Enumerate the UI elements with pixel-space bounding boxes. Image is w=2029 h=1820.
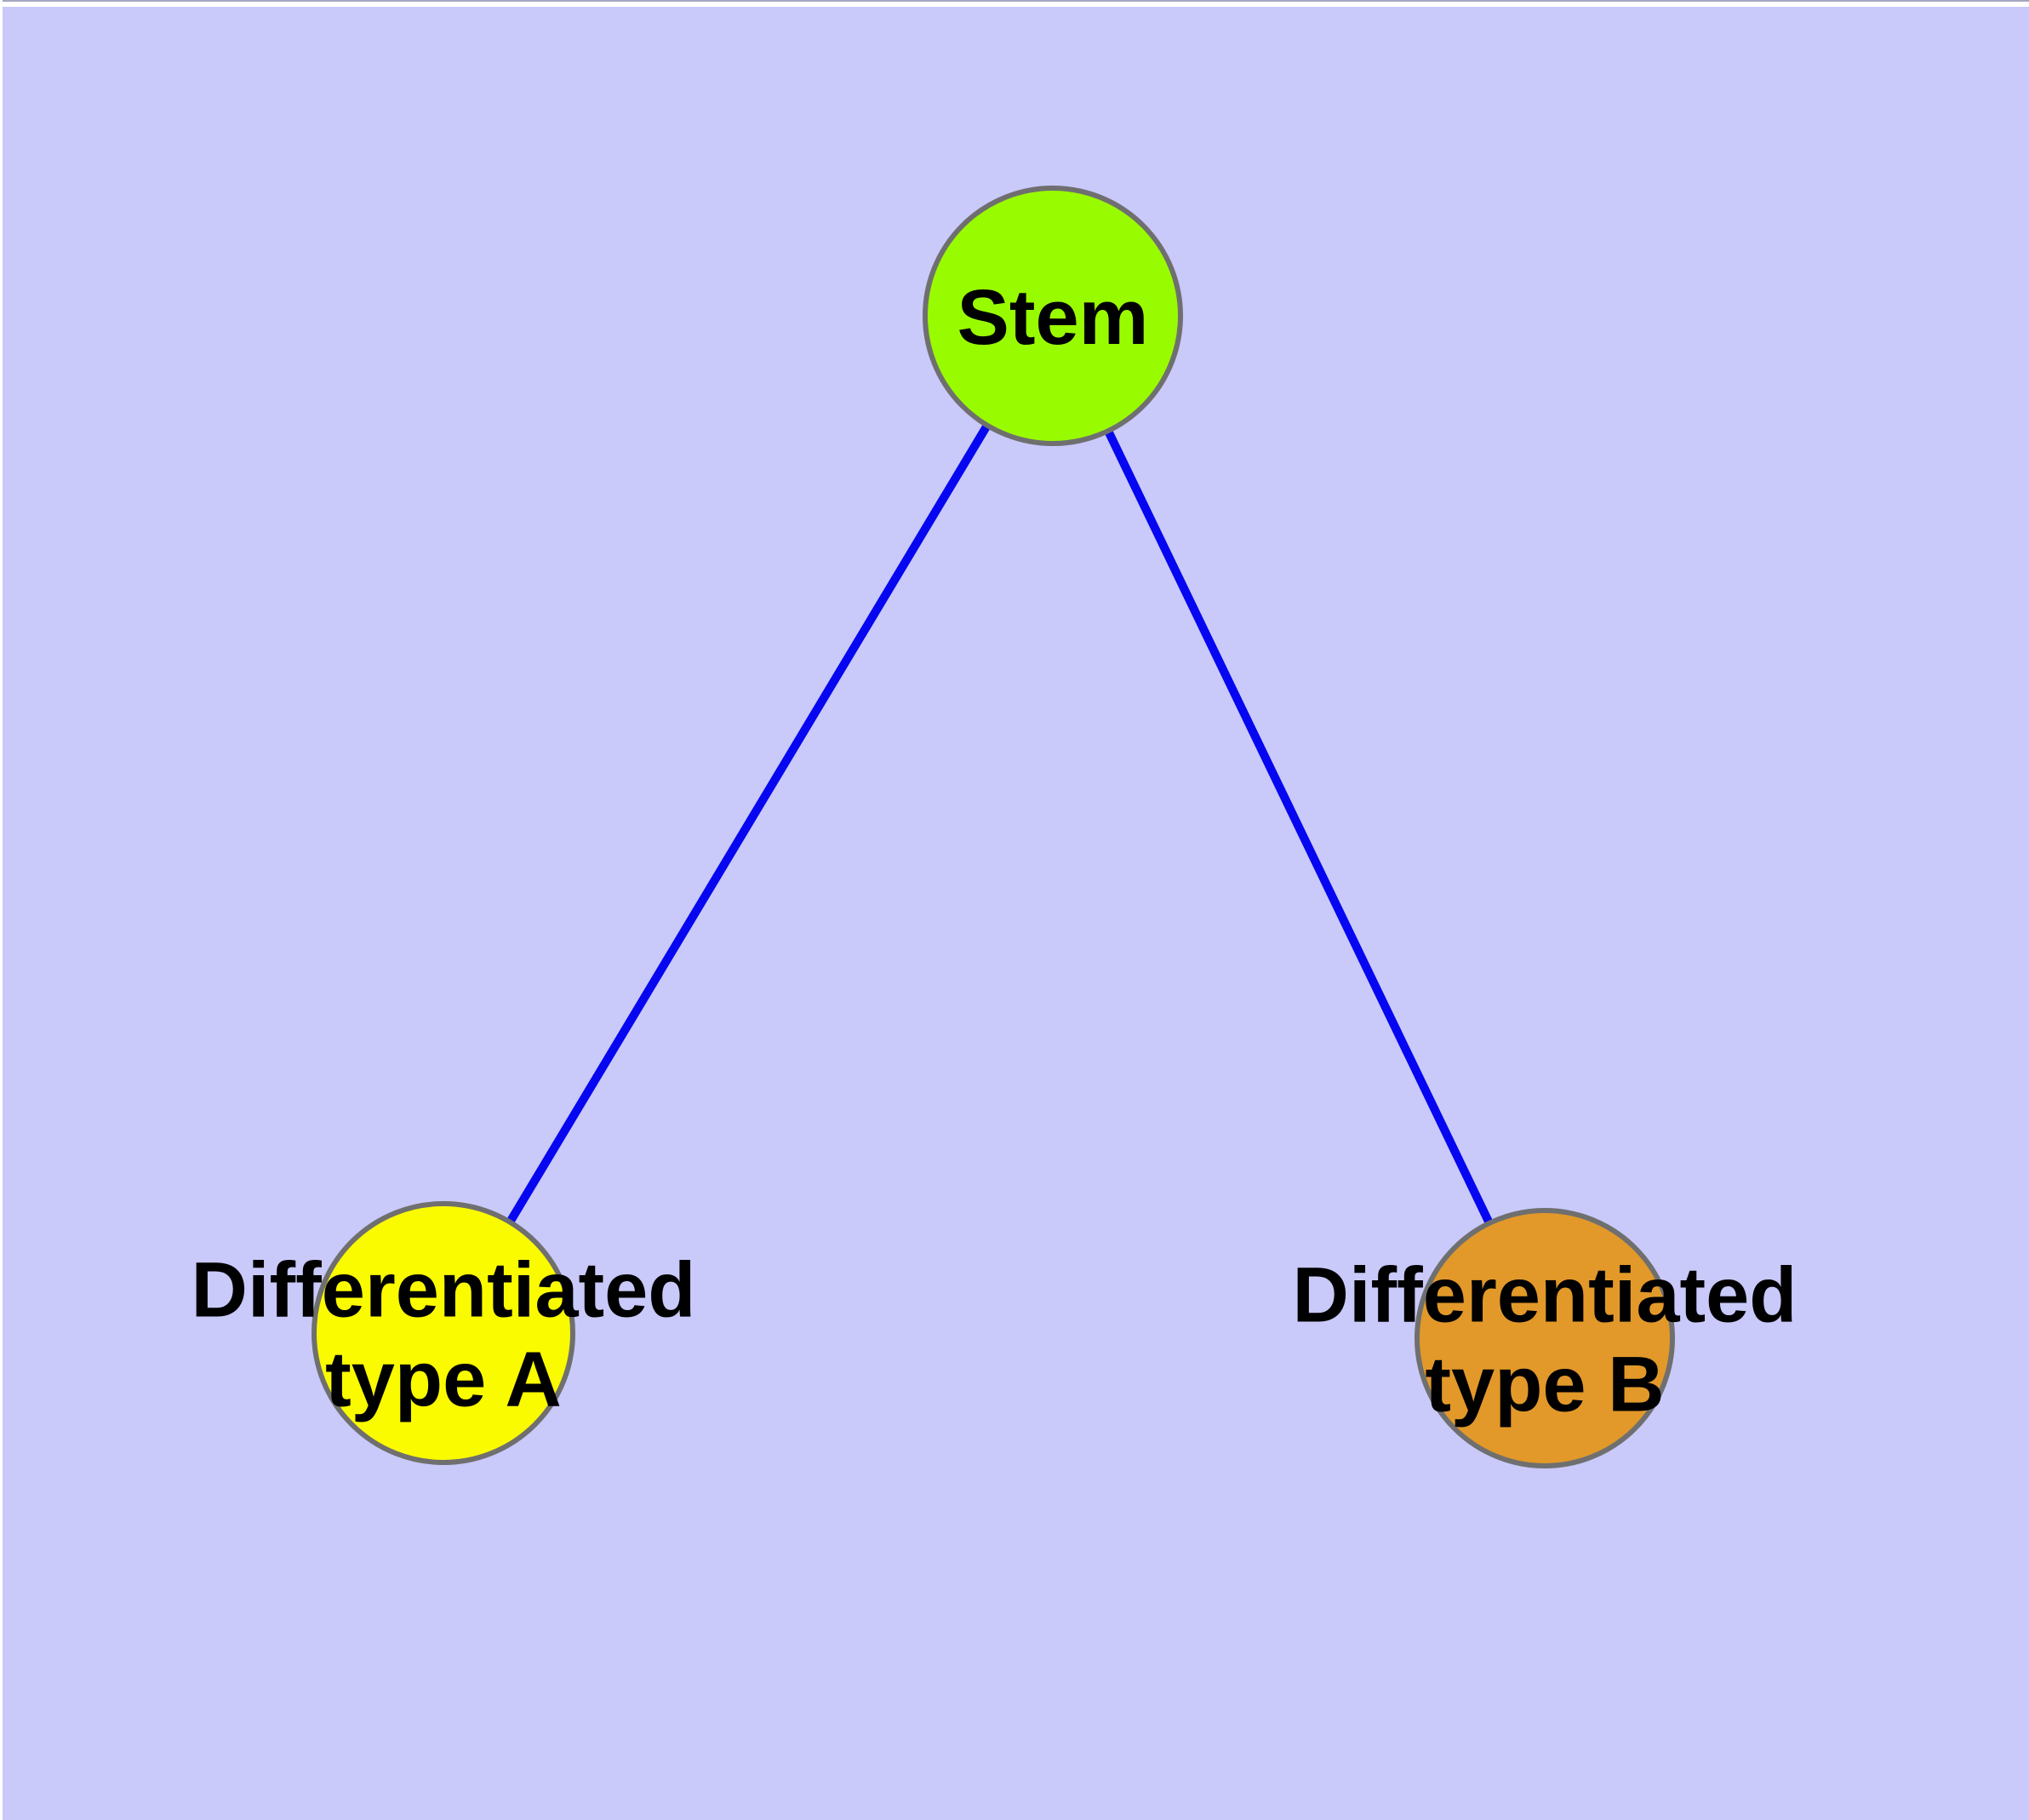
window-top-edge bbox=[0, 0, 2029, 7]
node-label-stem: Stem bbox=[957, 274, 1149, 361]
node-type-a bbox=[311, 1201, 575, 1465]
node-stem bbox=[923, 186, 1183, 446]
edge-stem-type-a bbox=[439, 313, 1057, 1336]
window-left-edge bbox=[0, 0, 3, 1820]
node-type-b bbox=[1415, 1208, 1675, 1468]
edge-stem-type-b bbox=[1049, 313, 1549, 1341]
